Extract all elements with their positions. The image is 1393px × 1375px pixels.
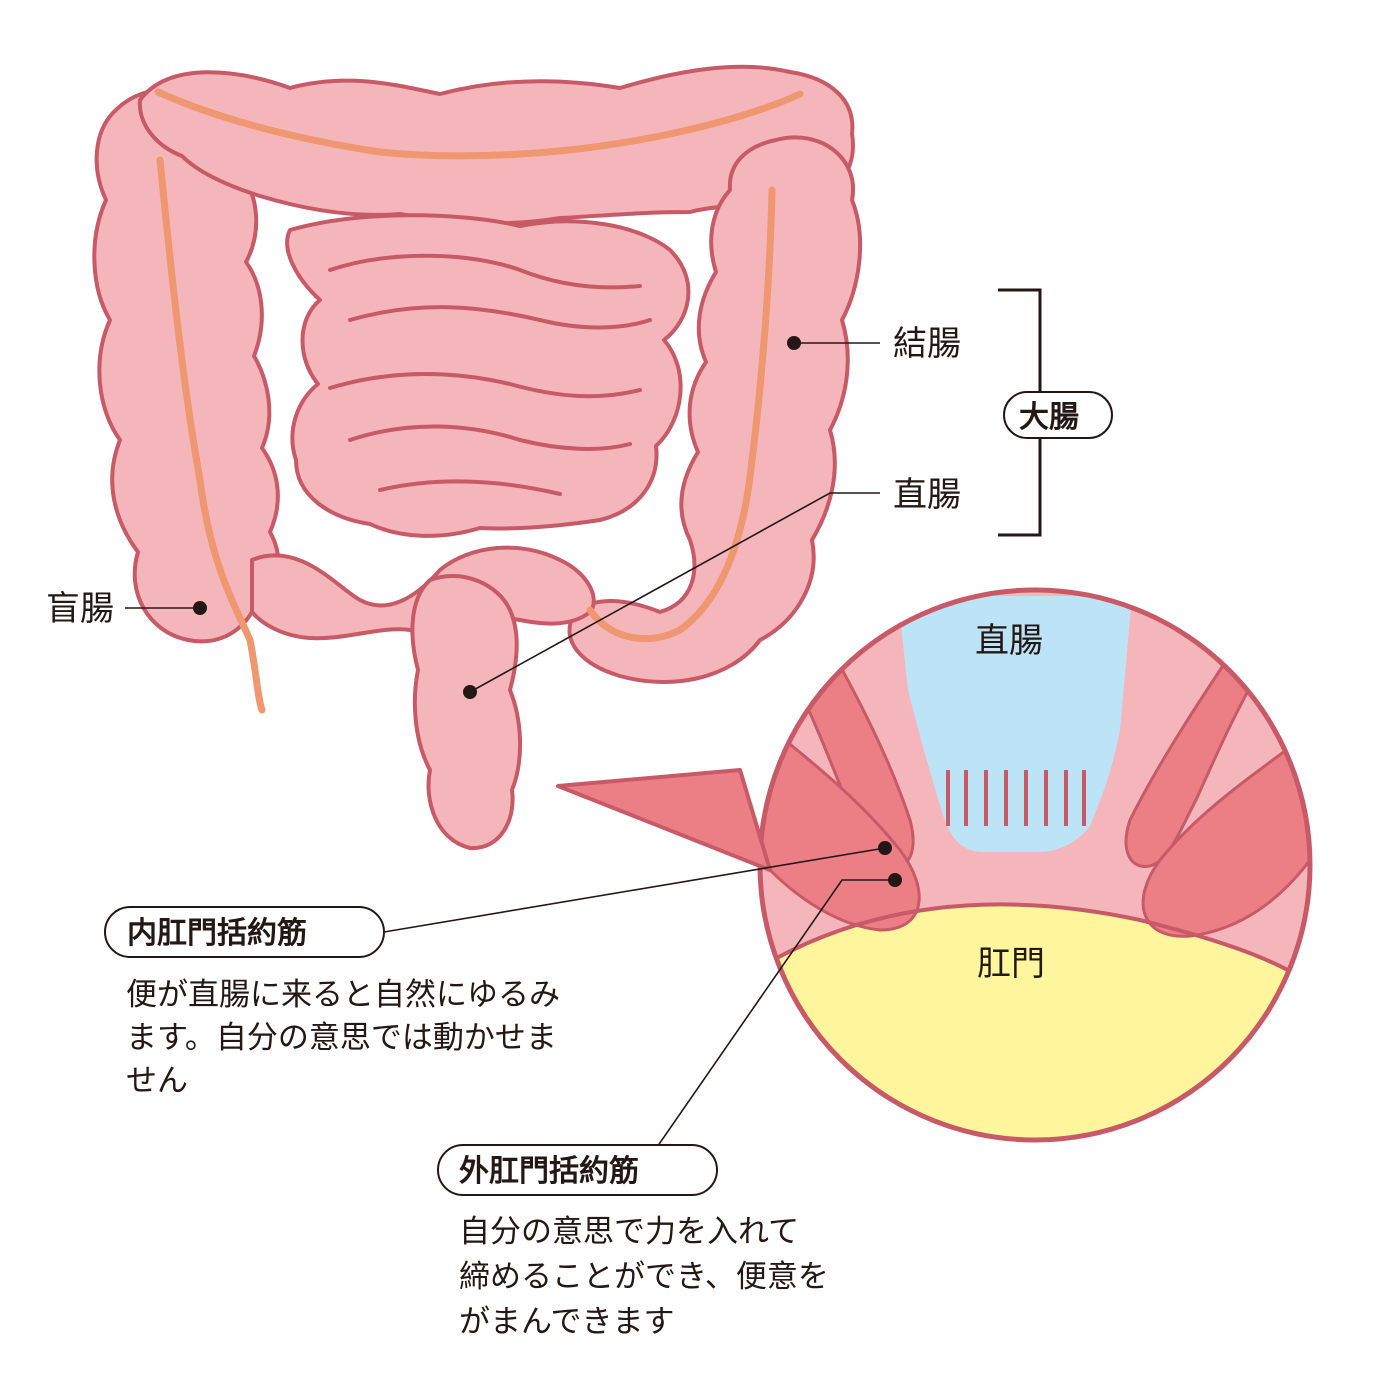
- anus-boundary: [760, 902, 1310, 992]
- label-cecum: 盲腸: [46, 589, 114, 629]
- internal-sphincter-title: 内肛門括約筋: [127, 916, 307, 951]
- dot-external: [888, 873, 902, 887]
- vessel-descending: [586, 186, 776, 643]
- external-sphincter-left: [760, 717, 921, 932]
- small-intestine-fold: [328, 372, 642, 399]
- small-intestine: [285, 213, 691, 538]
- label-large-intestine: 大腸: [1019, 400, 1079, 435]
- rectum: [410, 574, 523, 851]
- vessel-transverse: [154, 88, 804, 160]
- small-intestine-fold: [378, 479, 562, 496]
- external-sphincter-title: 外肛門括約筋: [459, 1154, 639, 1189]
- descending-colon: [567, 135, 863, 684]
- internal-sphincter-right: [1124, 637, 1262, 868]
- small-intestine-fold: [348, 424, 632, 451]
- colon-vessels: [154, 88, 804, 714]
- inset-label-anus: 肛門: [977, 944, 1045, 984]
- leader-lines: [125, 342, 895, 1151]
- external-sphincter-line-1: 自分の意思で力を入れて: [459, 1214, 799, 1250]
- internal-sphincter-pill: [104, 906, 385, 958]
- leader-internal: [383, 847, 886, 933]
- inset-label-rectum: 直腸: [975, 621, 1043, 661]
- external-sphincter-right: [1141, 737, 1310, 938]
- leader-external: [654, 879, 895, 1151]
- dot-internal: [878, 841, 892, 855]
- internal-sphincter-line-3: せん: [126, 1063, 188, 1099]
- internal-sphincter-line-2: ます。自分の意思では動かせま: [126, 1020, 557, 1056]
- small-intestine-fold: [348, 305, 652, 330]
- label-colon: 結腸: [893, 324, 961, 364]
- anal-canal-inset: [556, 587, 1313, 1143]
- external-sphincter-line-2: 締めることができ、便意を: [459, 1259, 829, 1295]
- vessel-ascending: [156, 156, 266, 714]
- inset-pointer: [556, 768, 772, 872]
- dot-rectum: [463, 685, 477, 699]
- dot-cecum: [193, 601, 207, 615]
- external-sphincter-line-3: がまんできます: [459, 1304, 674, 1340]
- rectum-lumen: [898, 596, 1132, 852]
- anal-columns: [946, 770, 1086, 826]
- external-sphincter-pill: [437, 1144, 718, 1196]
- leader-dots: [193, 336, 902, 887]
- leader-rectum: [469, 492, 880, 693]
- small-intestine-loops: [285, 213, 691, 538]
- internal-sphincter-line-1: 便が直腸に来ると自然にゆるみ: [126, 977, 560, 1013]
- large-intestine-pill: [1003, 391, 1113, 439]
- dot-colon: [787, 336, 801, 350]
- label-rectum: 直腸: [893, 475, 961, 515]
- small-intestine-fold: [328, 253, 642, 290]
- large-intestine: [92, 64, 863, 851]
